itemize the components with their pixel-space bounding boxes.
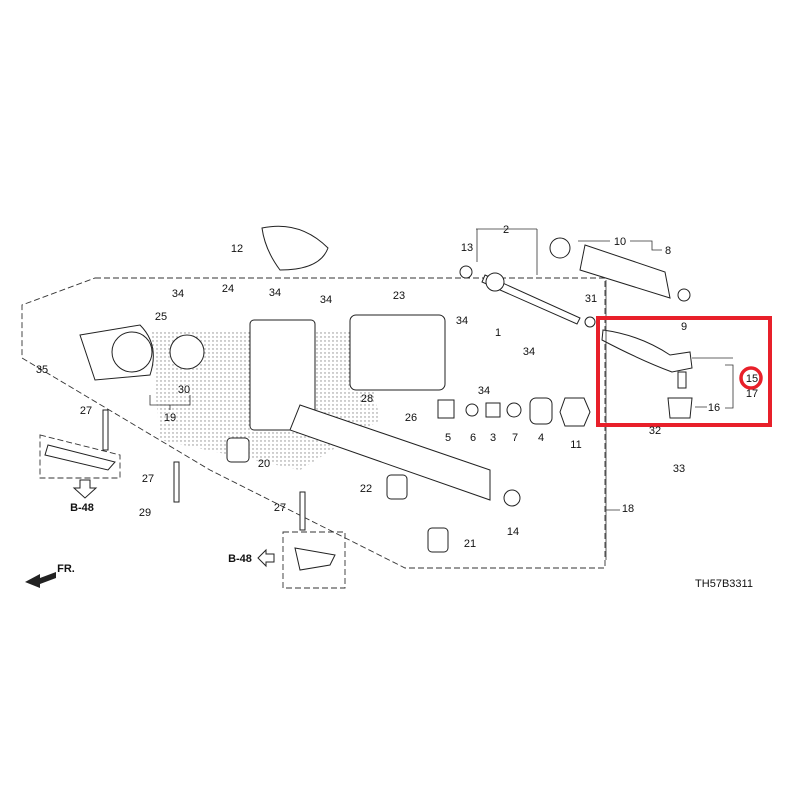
assembly-outline [21,277,606,569]
part-label-11: 11 [570,439,581,451]
part-label-7: 7 [512,432,518,444]
bracket-box-2 [282,531,346,589]
part-label-26: 26 [405,412,417,424]
part-2-tie-rod [481,274,581,325]
part-label-27: 27 [80,405,92,417]
part-label-28: 28 [361,393,373,405]
part-8-boot [579,244,671,299]
front-marker: FR. [57,563,75,575]
part-label-27: 27 [274,502,286,514]
part-4-seal [529,397,553,425]
rack-tube [289,404,491,501]
part-label-30: 30 [178,384,190,396]
part-label-34: 34 [172,288,184,300]
part-11-locknut [559,397,591,427]
part-27-bolt-2 [173,461,180,503]
part-label-33: 33 [673,463,685,475]
part-21-bushing [427,527,449,553]
part-label-4: 4 [538,432,544,444]
part-label-34: 34 [320,294,332,306]
tie-rod-ball [485,272,505,292]
part-13-nut [459,265,473,279]
reference-arrow-icon-2 [257,548,275,568]
part-label-27: 27 [142,473,154,485]
part-label-18: 18 [622,503,634,515]
part-label-21: 21 [464,538,476,550]
reference-label: B-48 [70,502,94,514]
part-label-16: 16 [708,402,720,414]
part-label-32: 32 [649,425,661,437]
part-label-24: 24 [222,283,234,295]
part-10-clamp [549,237,571,259]
part-5 [437,399,455,419]
part-27-bolt [102,409,109,451]
part-6 [465,403,479,417]
part-27-bolt-3 [299,491,306,531]
gearbox-housing [249,319,316,431]
bracket [44,444,116,471]
part-label-3: 3 [490,432,496,444]
reference-label: B-48 [228,553,252,565]
part-label-17: 17 [746,388,758,400]
part-label-14: 14 [507,526,519,538]
motor-face [111,331,153,373]
reference-arrow-icon [72,479,98,499]
part-9-clip [677,288,691,302]
part-label-34: 34 [478,385,490,397]
part-20-bushing [226,437,250,463]
part-22-bushing [386,474,408,500]
part-label-12: 12 [231,243,243,255]
part-label-8: 8 [665,245,671,257]
part-label-22: 22 [360,483,372,495]
diagram-code: TH57B3311 [695,578,753,590]
bracket-2 [294,547,336,571]
part-7 [506,402,522,418]
part-31-nut [584,316,596,328]
front-arrow-icon [25,572,56,588]
part-16-boot [667,397,693,419]
part-label-35: 35 [36,364,48,376]
part-label-2: 2 [503,224,509,236]
bracket-box [39,434,121,479]
part-label-6: 6 [470,432,476,444]
part-label-34: 34 [269,287,281,299]
part-3-spring [485,402,501,418]
part-label-5: 5 [445,432,451,444]
part-label-9: 9 [681,321,687,333]
part-15-tie-rod-end [601,329,693,373]
part-label-19: 19 [164,412,176,424]
part-30-oring [169,334,205,370]
highlight-circle [739,366,763,390]
part-label-31: 31 [585,293,597,305]
part-label-29: 29 [139,507,151,519]
part-label-1: 1 [495,327,501,339]
part-label-13: 13 [461,242,473,254]
part-label-20: 20 [258,458,270,470]
part-12-cover [261,225,329,271]
part-label-15: 15 [746,373,758,385]
part-23-heat-shield [349,314,446,391]
part-label-34: 34 [456,315,468,327]
part-label-10: 10 [614,236,626,248]
part-label-25: 25 [155,311,167,323]
highlight-box [596,316,772,427]
part-label-34: 34 [523,346,535,358]
ball-stud [677,371,687,389]
part-label-23: 23 [393,290,405,302]
part-14-washer [503,489,521,507]
